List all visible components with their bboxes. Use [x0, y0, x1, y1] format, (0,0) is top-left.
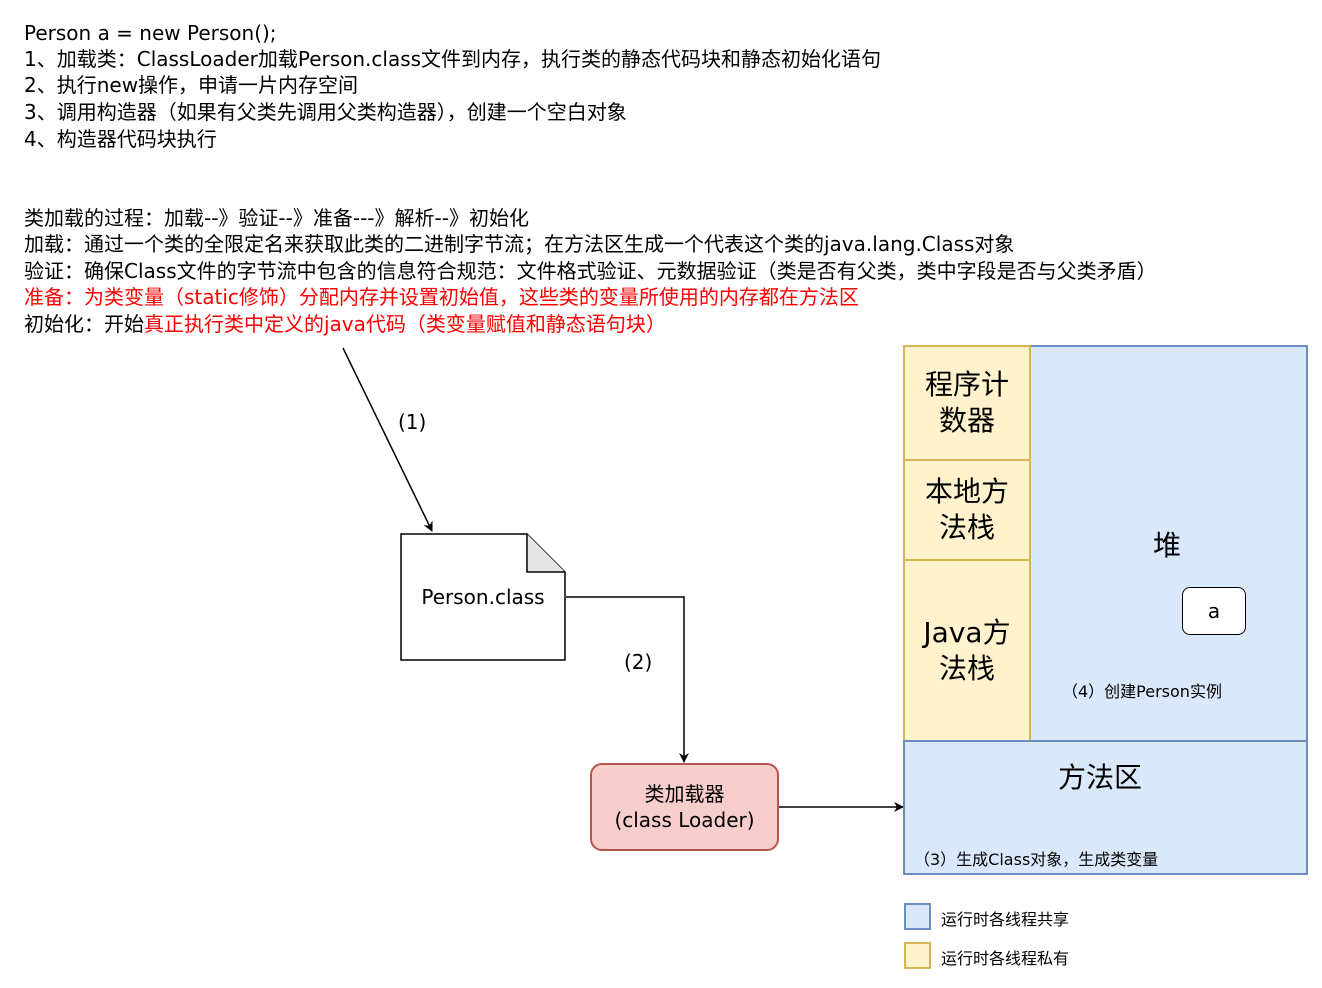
class-loader-box: 类加载器 (class Loader)	[590, 763, 779, 851]
file-shape	[400, 533, 566, 661]
java-method-stack-label: Java方法栈	[923, 615, 1011, 685]
person-class-file-label: Person.class	[421, 585, 545, 609]
arrow-file-to-loader	[566, 596, 689, 763]
note-line-3: 2、执行new操作，申请一片内存空间	[24, 73, 359, 97]
note-line-1: Person a = new Person();	[24, 21, 277, 45]
init-label: 初始化：开始	[24, 312, 144, 336]
method-area	[903, 740, 1308, 875]
step-3-label: （3）生成Class对象，生成类变量	[914, 850, 1159, 869]
heap-label: 堆	[1153, 529, 1182, 562]
program-counter-area: 程序计数器	[903, 345, 1031, 461]
note-line-4: 3、调用构造器（如果有父类先调用父类构造器），创建一个空白对象	[24, 100, 627, 124]
class-loader-subtitle: (class Loader)	[614, 808, 755, 832]
method-area-label: 方法区	[1058, 761, 1143, 794]
prepare-text: 为类变量（static修饰）分配内存并设置初始值，这些类的变量所使用的内存都在方…	[84, 285, 859, 309]
file-fold	[526, 534, 565, 573]
class-loading-init: 初始化：开始真正执行类中定义的java代码（类变量赋值和静态语句块）	[24, 311, 666, 337]
native-method-stack-label: 本地方法栈	[924, 475, 1009, 544]
java-method-stack-area: Java方法栈	[903, 559, 1031, 742]
note-line-2: 1、加载类：ClassLoader加载Person.class文件到内存，执行类…	[24, 47, 882, 71]
arrow-text-to-file	[342, 347, 433, 532]
heap-area	[1029, 345, 1308, 742]
program-counter-label: 程序计数器	[924, 368, 1009, 437]
prepare-label: 准备：	[24, 285, 84, 309]
legend-shared-swatch	[904, 903, 931, 930]
init-text: 真正执行类中定义的java代码（类变量赋值和静态语句块）	[144, 312, 666, 336]
class-loading-verify: 验证：确保Class文件的字节流中包含的信息符合规范：文件格式验证、元数据验证（…	[24, 259, 1157, 283]
native-method-stack-area: 本地方法栈	[903, 459, 1031, 561]
step-4-label: （4）创建Person实例	[1062, 682, 1222, 701]
class-loading-prepare: 准备：为类变量（static修饰）分配内存并设置初始值，这些类的变量所使用的内存…	[24, 284, 859, 310]
legend-private-label: 运行时各线程私有	[941, 949, 1070, 968]
class-loading-process: 类加载的过程：加载--》验证--》准备---》解析--》初始化	[24, 206, 529, 230]
object-a-label: a	[1207, 599, 1221, 623]
legend-private-swatch	[904, 942, 931, 969]
class-loader-title: 类加载器	[644, 782, 725, 806]
legend-shared-label: 运行时各线程共享	[941, 910, 1070, 929]
note-line-5: 4、构造器代码块执行	[24, 127, 217, 151]
object-a-box: a	[1182, 587, 1246, 635]
step-1-label: (1)	[398, 410, 427, 434]
step-2-label: (2)	[624, 650, 653, 674]
class-loading-load: 加载：通过一个类的全限定名来获取此类的二进制字节流；在方法区生成一个代表这个类的…	[24, 232, 1015, 256]
